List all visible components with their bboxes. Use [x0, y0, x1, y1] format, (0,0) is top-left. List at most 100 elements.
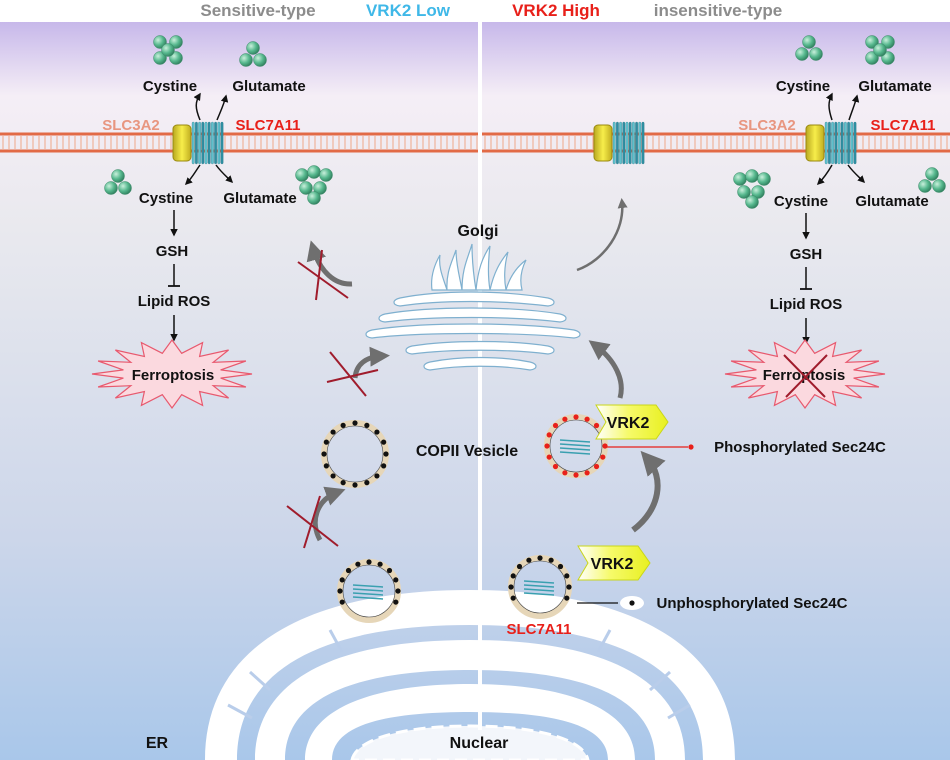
left-copii-vesicle: [321, 420, 389, 488]
amino-acid-bead: [751, 185, 765, 199]
sec24c-coat-protein: [593, 463, 600, 470]
amino-acid-bead: [795, 47, 809, 61]
phosphorylated-sec24c-label: Phosphorylated Sec24C: [714, 439, 886, 456]
sec24c-coat-protein: [364, 422, 370, 428]
insensitive-type-label: insensitive-type: [654, 1, 783, 20]
left-slc3a2-label: SLC3A2: [102, 117, 160, 134]
amino-acid-bead: [246, 41, 260, 55]
amino-acid-bead: [253, 53, 267, 67]
amino-acid-bead: [873, 43, 887, 57]
amino-acid-molecules: [104, 35, 946, 209]
amino-acid-bead: [737, 185, 751, 199]
transporter-helix: [638, 121, 642, 165]
left-golgi-to-membrane-blocked-cross: [297, 249, 349, 301]
left-slc7a11-protein: [191, 121, 224, 165]
transporter-helix: [195, 121, 198, 165]
slc7a11-cargo: [559, 447, 591, 451]
sec24c-coat-protein: [337, 588, 343, 594]
right-golgi-to-membrane-arrow: [576, 198, 628, 272]
right-cystine-outside-label: Cystine: [776, 78, 830, 95]
right-cystine-in-arrow: [825, 92, 833, 121]
sec24c-coat-protein: [510, 573, 516, 579]
sec24c-coat-protein: [552, 463, 559, 470]
amino-acid-bead: [118, 181, 132, 195]
left-transporter: [172, 92, 234, 186]
sec24c-coat-protein: [364, 480, 370, 486]
vrk2-kinase-bottom: VRK2: [577, 545, 651, 581]
transporter-helix: [612, 121, 616, 165]
transporter-helix: [628, 121, 632, 165]
left-glutamate-inside-label: Glutamate: [223, 190, 296, 207]
sec24c-coat-protein: [393, 599, 399, 605]
right-translocated-transporter: [593, 121, 645, 165]
er-inner-cisterna: [305, 684, 635, 760]
sec24c-coat-protein: [600, 454, 606, 460]
right-transporter: [805, 92, 866, 186]
right-slc3a2-label: SLC3A2: [738, 117, 796, 134]
right-glutamate-inside-label: Glutamate: [855, 193, 928, 210]
sec24c-coat-protein: [552, 422, 559, 429]
amino-acid-bead: [757, 172, 771, 186]
left-glutamate-outside-label: Glutamate: [232, 78, 305, 95]
right-slc7a11-label: SLC7A11: [870, 117, 935, 134]
transporter-helix: [625, 121, 629, 165]
transporter-helix: [837, 121, 841, 165]
sec24c-coat-protein: [352, 420, 358, 426]
sec24c-coat-protein: [584, 416, 590, 422]
left-glutamate-down-arrow: [215, 164, 234, 184]
amino-acid-bead: [319, 168, 333, 182]
right-er-to-vesicle-arrow: [631, 450, 666, 533]
transporter-helix: [207, 121, 211, 165]
left-cystine-down-arrow: [184, 164, 201, 186]
sec24c-coat-protein: [377, 561, 383, 567]
vesicle-membrane: [326, 425, 384, 483]
right-ferroptosis-burst: [724, 338, 886, 410]
sec24c-coat-protein: [374, 473, 380, 479]
right-cystine-down-arrow: [816, 164, 833, 186]
left-slc7a11-label: SLC7A11: [235, 117, 300, 134]
center-divider: [478, 22, 482, 730]
left-budding-vesicle: [337, 559, 401, 623]
right-gsh-label: GSH: [790, 246, 823, 263]
vrk2-bottom-label: VRK2: [591, 556, 634, 573]
sec24c-coat-protein: [510, 595, 516, 601]
amino-acid-bead: [925, 167, 939, 181]
sec24c-coat-protein: [323, 439, 329, 445]
amino-acid-bead: [733, 172, 747, 186]
sec24c-coat-protein: [340, 480, 346, 486]
amino-acid-bead: [111, 169, 125, 183]
slc7a11-cargo: [352, 596, 384, 600]
sec24c-coat-protein: [321, 451, 327, 457]
sec24c-coat-protein: [339, 577, 345, 583]
sec24c-coat-protein: [386, 567, 393, 574]
transporter-helix: [198, 121, 201, 165]
left-ferroptosis-burst: [91, 338, 253, 410]
sec24c-coat-protein: [345, 567, 352, 574]
left-golgi-to-membrane-arrow: [306, 240, 353, 287]
amino-acid-bead: [299, 181, 313, 195]
left-gsh-label: GSH: [156, 243, 189, 260]
sec24c-coat-protein: [381, 439, 387, 445]
right-lipid-ros-label: Lipid ROS: [770, 296, 843, 313]
sec24c-coat-protein: [366, 559, 372, 565]
amino-acid-bead: [295, 168, 309, 182]
sec24c-coat-protein: [546, 432, 552, 438]
slc7a11-cargo: [523, 588, 555, 592]
left-slc3a2-protein: [172, 124, 192, 162]
left-glutamate-out-arrow: [216, 94, 229, 121]
nucleus: [350, 724, 590, 760]
vesicle-membrane: [513, 560, 567, 614]
plasma-membrane: [0, 132, 950, 153]
nuclear-label: Nuclear: [450, 735, 509, 752]
vesicle-membrane: [549, 419, 603, 473]
sec24c-coat-protein: [526, 557, 532, 563]
amino-acid-bead: [313, 181, 327, 195]
amino-acid-bead: [239, 53, 253, 67]
amino-acid-bead: [932, 179, 946, 193]
right-budding-vesicle: [508, 555, 572, 619]
transporter-helix: [217, 121, 221, 165]
transporter-helix: [201, 121, 205, 165]
sec24c-coat-protein: [508, 584, 514, 590]
transporter-helix: [844, 121, 847, 165]
